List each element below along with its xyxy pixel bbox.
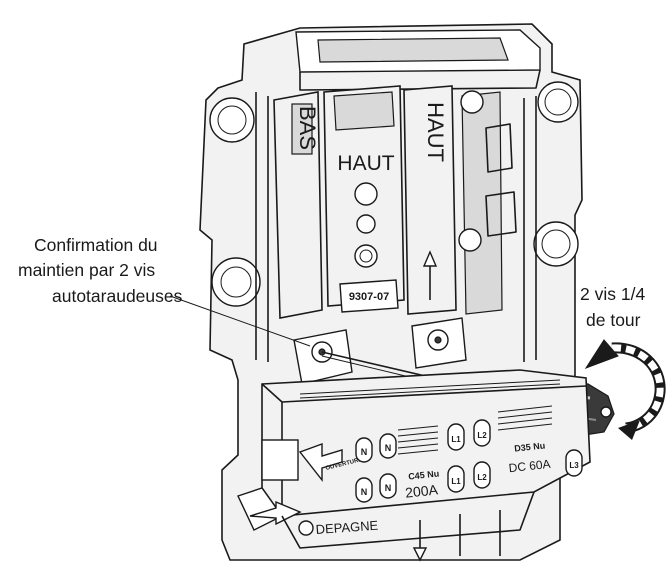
callout-left-line-2: maintien par 2 vis — [18, 260, 155, 280]
callout-confirmation: Confirmation du maintien par 2 vis autot… — [18, 235, 311, 347]
rating-right: D35 Nu — [514, 440, 546, 453]
terminal-l2: L2 — [477, 431, 487, 440]
callout-right-line-1: 2 vis 1/4 — [580, 284, 645, 304]
haut-center-panel: HAUT 9307-07 — [323, 85, 405, 313]
callout-quarter-turn: 2 vis 1/4 de tour — [580, 284, 666, 440]
label-part-number: 9307-07 — [349, 291, 389, 303]
fine-print — [397, 405, 553, 455]
label-brand: DEPAGNE — [315, 518, 379, 537]
label-haut-right: HAUT — [423, 102, 448, 162]
base: DEPAGNE — [237, 487, 535, 562]
rating-left-amps: 200A — [404, 481, 439, 500]
terminal-n-1: N — [361, 447, 368, 457]
rotation-arrow-icon — [584, 339, 666, 440]
terminal-clamps — [293, 317, 467, 385]
terminal-l3: L3 — [569, 461, 579, 470]
terminal-l1-lower: L1 — [451, 477, 461, 486]
bas-panel: BAS — [273, 91, 323, 319]
rating-right-amps: DC 60A — [508, 457, 551, 475]
label-haut-center: HAUT — [337, 152, 394, 175]
callout-left-line-3: autotaraudeuses — [52, 286, 183, 306]
terminal-l2-lower: L2 — [477, 473, 487, 482]
terminal-l1: L1 — [451, 435, 461, 444]
phase-terminals: L1 L2 L1 L2 L3 — [447, 419, 583, 493]
neutral-terminals: N N N N — [355, 433, 397, 503]
terminal-n-2: N — [385, 443, 392, 453]
callout-right-line-2: de tour — [586, 310, 641, 330]
terminal-n-3: N — [361, 487, 368, 497]
haut-right-rail: HAUT — [403, 85, 517, 315]
terminal-n-4: N — [385, 483, 392, 493]
rating-left: C45 Nu — [408, 468, 440, 481]
callout-left-line-1: Confirmation du — [34, 235, 158, 255]
label-bas: BAS — [295, 106, 320, 150]
